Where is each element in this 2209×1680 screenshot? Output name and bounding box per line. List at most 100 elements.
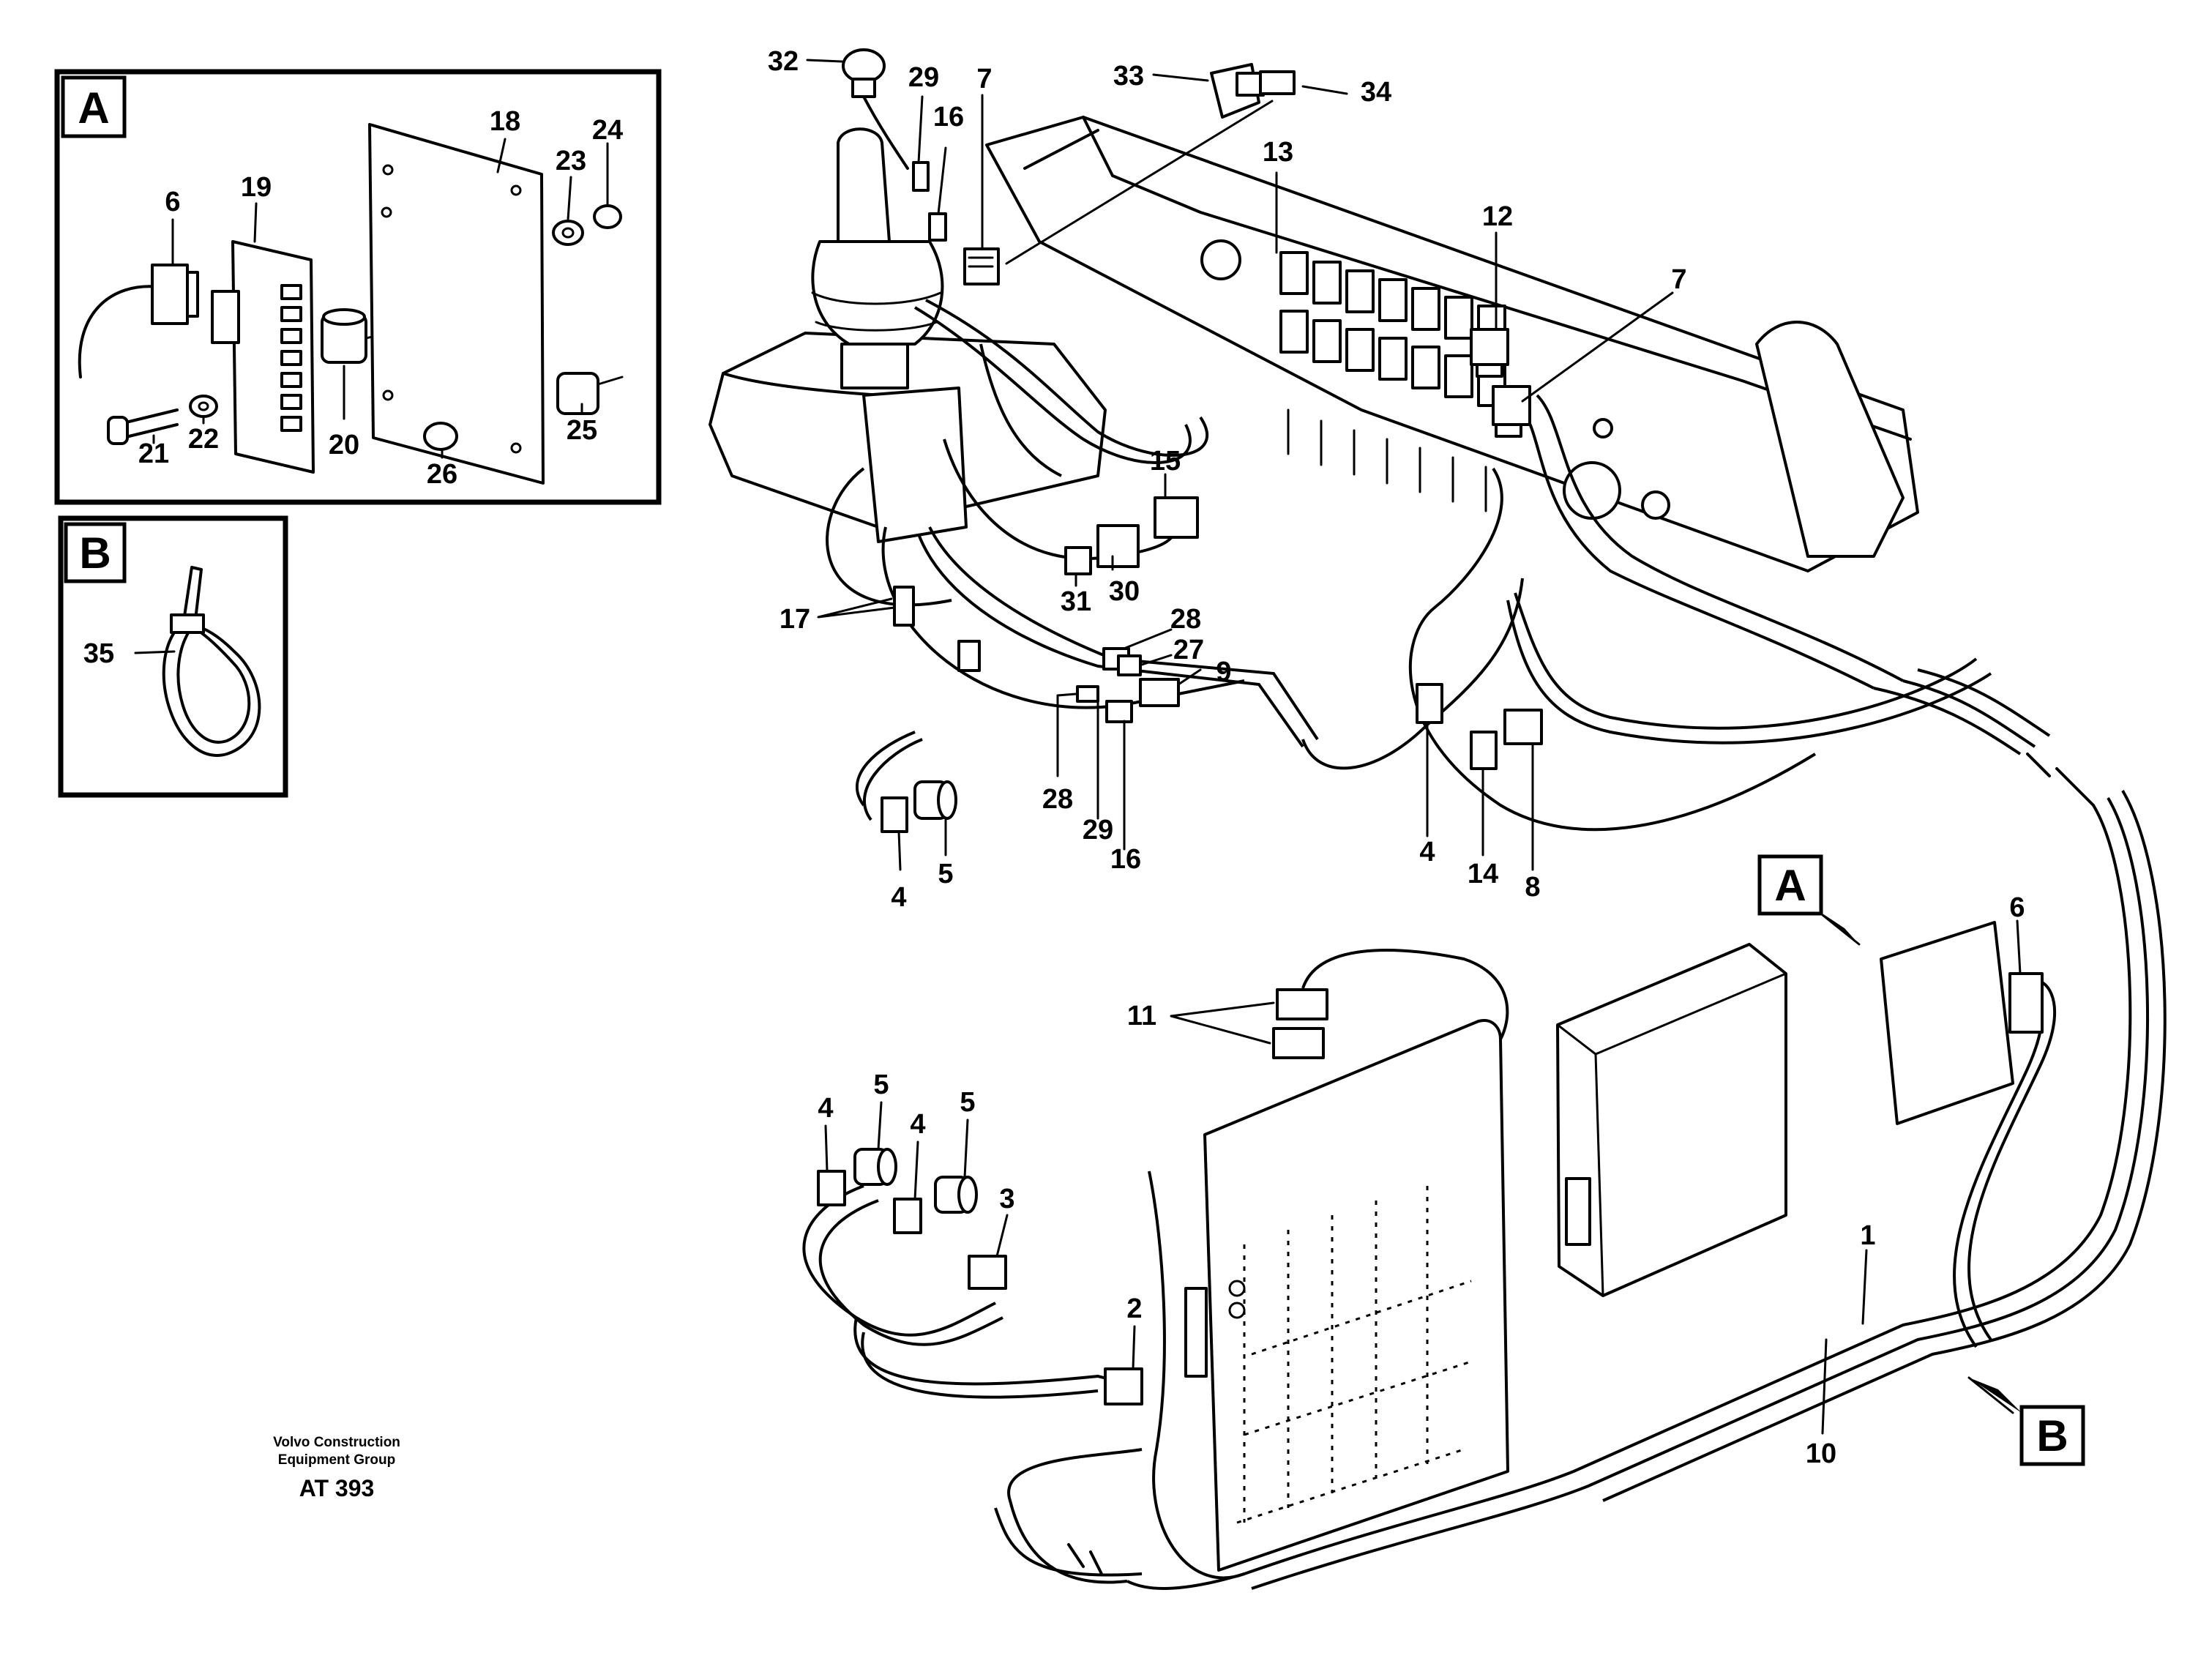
connector-17 [893, 586, 915, 627]
connector-12 [1470, 328, 1509, 378]
connector-8 [1503, 709, 1543, 745]
callout-19: 19 [241, 172, 272, 203]
joystick-control-box [862, 387, 968, 543]
connector-9 [1139, 678, 1180, 707]
callout-9: 9 [1216, 657, 1231, 687]
connector-4-upper-left [881, 796, 908, 833]
connector-7-right [1492, 385, 1531, 438]
joystick-handle [837, 127, 891, 243]
connector-2 [1104, 1367, 1143, 1405]
callout-18: 18 [490, 106, 520, 137]
callout-6-detail: 6 [165, 187, 180, 217]
callout-4-lower-a: 4 [818, 1093, 833, 1124]
callout-10: 10 [1806, 1438, 1836, 1469]
gauge [1563, 461, 1621, 520]
cable-tie-35 [162, 623, 261, 757]
nut-24 [593, 204, 622, 229]
callout-28-bottom: 28 [1042, 784, 1073, 815]
connector-4-lower-b [893, 1198, 922, 1234]
callout-3: 3 [999, 1184, 1014, 1214]
connector-31 [1064, 546, 1092, 575]
fan-dial [1200, 239, 1241, 280]
washer-23 [552, 220, 584, 246]
switch-33 [1210, 63, 1265, 119]
callout-4-lower-b: 4 [910, 1109, 925, 1140]
callout-21: 21 [138, 438, 169, 469]
callout-20: 20 [329, 430, 359, 460]
connector-27 [1117, 654, 1142, 676]
callout-35: 35 [83, 638, 114, 669]
dashboard-end-cap [1755, 321, 1905, 558]
connector-3 [968, 1255, 1007, 1290]
callout-8: 8 [1525, 872, 1540, 903]
callout-2: 2 [1126, 1293, 1142, 1324]
connector-11-top [1276, 988, 1328, 1020]
callout-16-top: 16 [933, 102, 964, 132]
main-assembly: A B 32 29 16 7 33 34 13 12 7 15 30 31 17… [709, 46, 2167, 1590]
sensor-32 [842, 48, 909, 170]
footer-line-1: Volvo Construction [273, 1435, 400, 1450]
ecu-box [1556, 943, 1787, 1297]
connector-7-top [963, 247, 1000, 285]
callout-31: 31 [1061, 586, 1091, 617]
callout-25: 25 [567, 415, 597, 446]
callout-30: 30 [1109, 576, 1140, 607]
connector-16-top [928, 212, 947, 242]
connector-4-right [1416, 683, 1443, 724]
detail-view-a: A [54, 69, 662, 505]
callout-29-top: 29 [908, 62, 939, 93]
drawing-code: AT 393 [299, 1475, 375, 1501]
callout-5-upper-left: 5 [938, 859, 953, 889]
connector-30 [1096, 524, 1140, 568]
callout-15: 15 [1150, 446, 1181, 477]
callout-5-lower-b: 5 [960, 1087, 975, 1118]
footer: Volvo Construction Equipment Group AT 39… [273, 1435, 400, 1501]
callout-23: 23 [556, 146, 586, 176]
connector-16-bottom [1105, 700, 1133, 723]
connector-5-upper-left [913, 780, 957, 820]
connector-11-bottom [1272, 1027, 1325, 1059]
nut-26 [423, 422, 458, 451]
control-unit-plate [1184, 1019, 1509, 1572]
washer-22 [189, 395, 218, 418]
connector-29-top [912, 161, 930, 192]
footer-line-2: Equipment Group [278, 1452, 395, 1468]
callout-a-main: A [1774, 861, 1806, 910]
connector-5-lower-a [853, 1148, 897, 1186]
callout-13: 13 [1263, 137, 1293, 168]
callout-33: 33 [1113, 61, 1144, 92]
callout-6-main: 6 [2009, 892, 2025, 923]
callout-b-main: B [2036, 1411, 2068, 1460]
callout-28-top: 28 [1170, 604, 1201, 635]
callout-5-lower-a: 5 [873, 1069, 889, 1100]
callout-26: 26 [427, 459, 457, 490]
callout-12: 12 [1482, 201, 1513, 232]
callout-1: 1 [1860, 1220, 1875, 1251]
leader-lines [806, 59, 2022, 1435]
callout-22: 22 [188, 424, 219, 455]
callout-16-bottom: 16 [1110, 844, 1141, 875]
callout-4-upper-left: 4 [891, 882, 906, 913]
mounting-plate-18 [368, 123, 545, 485]
connector-6-main [2008, 972, 2044, 1034]
callout-7-right: 7 [1671, 264, 1686, 295]
callout-29-bottom: 29 [1083, 815, 1113, 845]
connector-5-lower-b [934, 1176, 978, 1214]
detail-a-label: A [78, 83, 109, 132]
spacer-25 [556, 372, 599, 415]
detail-view-b: B 35 [58, 515, 288, 798]
callout-17: 17 [780, 604, 810, 635]
switch-cover-34 [1259, 70, 1296, 95]
callout-4-right: 4 [1419, 837, 1435, 867]
connector-4-lower-a [817, 1170, 846, 1206]
callout-14: 14 [1468, 859, 1498, 889]
board-a-installed [1880, 921, 2014, 1125]
callout-34: 34 [1361, 77, 1391, 108]
connector-15 [1154, 496, 1199, 539]
callout-11: 11 [1127, 1001, 1156, 1031]
joystick-boot [811, 240, 944, 346]
connector-6-detail [151, 264, 189, 325]
callout-32: 32 [768, 46, 799, 77]
connector-28-bottom [1076, 685, 1099, 703]
